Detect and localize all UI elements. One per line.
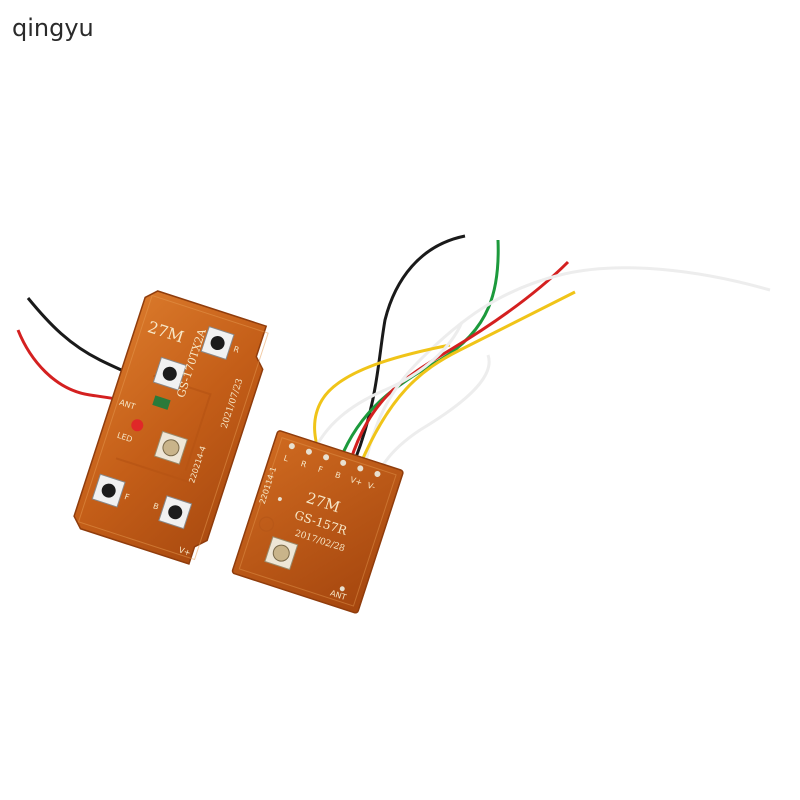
tx-pcb	[73, 290, 268, 565]
transmitter-board: 27M GS-170TX2A 2021/07/23 220214-4 ANT L…	[16, 290, 269, 565]
rx-pin-f: F	[317, 465, 325, 475]
rx-wire-white-short	[310, 321, 464, 456]
rx-pin-r: R	[300, 459, 308, 469]
tx-button-b	[158, 495, 193, 530]
tx-b-label: B	[152, 501, 160, 511]
rx-wire-black	[353, 234, 466, 461]
tx-led	[131, 419, 144, 432]
rx-pin-l: L	[282, 453, 290, 463]
tx-button-r	[200, 326, 235, 361]
tx-button-f	[91, 473, 126, 508]
rx-wire-yellow	[313, 343, 451, 459]
watermark-text: qingyu	[12, 14, 94, 42]
rx-pin-pads	[288, 443, 381, 477]
rx-wire-red	[348, 260, 570, 463]
tx-button-l	[152, 356, 187, 391]
tx-trimmer	[153, 430, 188, 465]
rx-wire-white-long	[363, 266, 771, 466]
rx-trimmer	[264, 536, 299, 571]
rx-pin-vplus: V+	[349, 475, 363, 487]
rx-pin-vminus: V-	[366, 481, 376, 492]
rx-wire-yellow-long	[358, 290, 576, 466]
rx-pcb	[231, 430, 404, 614]
tx-f-label: F	[123, 492, 131, 502]
tx-vplus-label: V+	[177, 545, 191, 557]
receiver-board: L R F B V+ V- 27M GS-157R 2017/02/28 220…	[231, 234, 771, 614]
rx-pin-b: B	[334, 470, 342, 480]
tx-r-label: R	[232, 344, 240, 354]
